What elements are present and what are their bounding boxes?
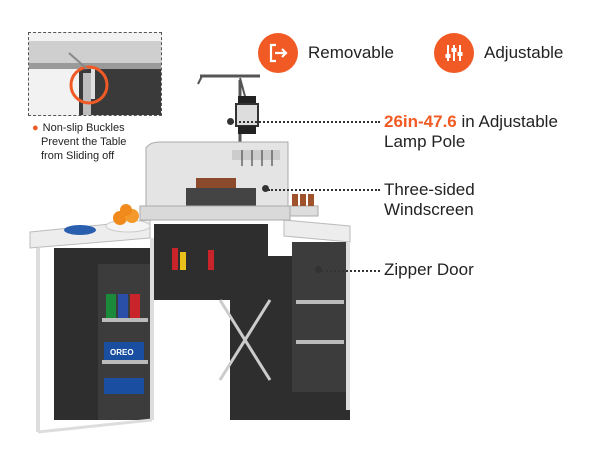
zipper-callout: Zipper Door bbox=[384, 260, 474, 280]
caption-line-3: from Sliding off bbox=[41, 150, 115, 162]
windscreen-text-1: Three-sided bbox=[384, 180, 475, 199]
caption-line-1: Non-slip Buckles bbox=[42, 122, 125, 134]
exit-arrow-icon bbox=[258, 33, 298, 73]
lamp-pole-callout: 26in-47.6 in Adjustable Lamp Pole bbox=[384, 112, 558, 152]
windscreen-text-2: Windscreen bbox=[384, 200, 474, 219]
bullet-dot: ● bbox=[32, 122, 39, 134]
zipper-text: Zipper Door bbox=[384, 260, 474, 279]
zipper-marker bbox=[315, 266, 322, 273]
removable-badge: Removable bbox=[258, 33, 394, 73]
windscreen-marker bbox=[262, 185, 269, 192]
caption-line-2: Prevent the Table bbox=[41, 136, 127, 148]
lamp-pole-leader-line bbox=[232, 121, 380, 123]
lamp-pole-text-1: in Adjustable bbox=[456, 112, 558, 131]
lamp-pole-range: 26in-47.6 bbox=[384, 112, 457, 131]
buckle-detail-photo bbox=[28, 32, 162, 116]
adjustable-label: Adjustable bbox=[484, 43, 564, 62]
removable-label: Removable bbox=[308, 43, 394, 62]
windscreen-callout: Three-sided Windscreen bbox=[384, 180, 475, 220]
lamp-pole-marker bbox=[227, 118, 234, 125]
adjustable-badge: Adjustable bbox=[434, 33, 563, 73]
camping-kitchen-table-image: OREO bbox=[20, 60, 380, 450]
lamp-pole-text-2: Lamp Pole bbox=[384, 132, 466, 151]
buckle-caption: ●Non-slip Buckles Prevent the Table from… bbox=[32, 121, 182, 163]
sliders-icon bbox=[434, 33, 474, 73]
snack-box-label: OREO bbox=[110, 348, 134, 357]
windscreen-leader-line bbox=[268, 189, 380, 191]
zipper-leader-line bbox=[321, 270, 380, 272]
